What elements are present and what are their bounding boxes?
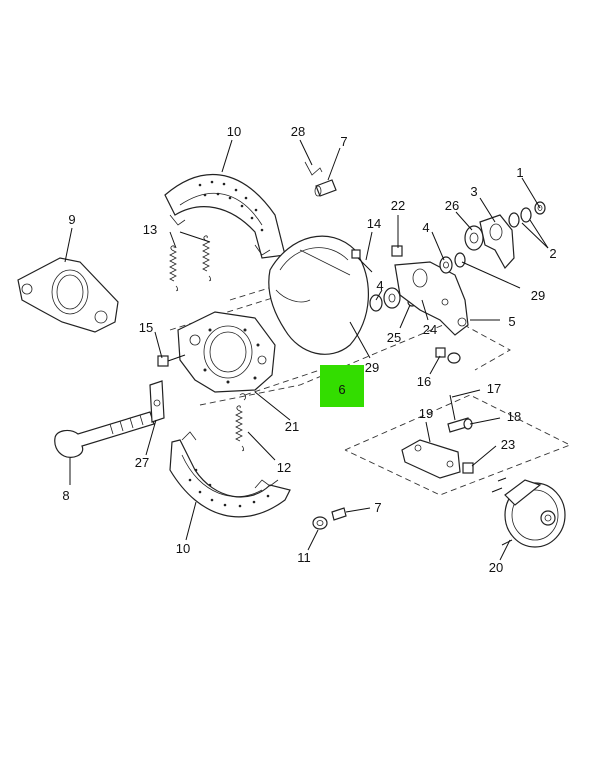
highlight-label: 6	[338, 382, 345, 397]
anchor-bracket-part	[17, 257, 119, 333]
cam-washer-part	[149, 380, 165, 423]
callout-27: 27	[135, 455, 149, 470]
callout-14: 14	[367, 216, 381, 231]
slack-adjuster-part	[464, 201, 546, 270]
camshaft-part	[54, 411, 155, 458]
lower-spring-part	[235, 393, 247, 452]
callout-10b: 10	[176, 541, 190, 556]
callout-12: 12	[277, 460, 291, 475]
callout-22: 22	[391, 198, 405, 213]
callout-25: 25	[387, 330, 401, 345]
callout-7a: 7	[340, 134, 347, 149]
callout-26: 26	[445, 198, 459, 213]
callout-labels: 1 2 3 4 4 5 7 7 8 9 10 10 11 12 13 14 15…	[62, 124, 556, 575]
bolt-part	[351, 245, 403, 273]
callout-18: 18	[507, 409, 521, 424]
callout-29a: 29	[531, 288, 545, 303]
callout-13: 13	[143, 222, 157, 237]
callout-3: 3	[470, 184, 477, 199]
callout-24: 24	[423, 322, 437, 337]
callout-11: 11	[297, 550, 311, 565]
chamber-bracket-part	[394, 261, 469, 336]
callout-15: 15	[139, 320, 153, 335]
callout-7b: 7	[374, 500, 381, 515]
callout-8: 8	[62, 488, 69, 503]
callout-17: 17	[487, 381, 501, 396]
callout-10a: 10	[227, 124, 241, 139]
callout-4a: 4	[422, 220, 429, 235]
brake-spider-part	[177, 311, 276, 393]
leader-lines	[64, 139, 549, 561]
lower-brake-shoe-part	[169, 431, 291, 518]
callout-29b: 29	[365, 360, 379, 375]
callout-5: 5	[508, 314, 515, 329]
brake-chamber-part	[491, 477, 566, 548]
nut-washer-part	[435, 347, 461, 364]
callout-4b: 4	[376, 278, 383, 293]
spider-bolt-part	[157, 354, 186, 367]
callout-28: 28	[291, 124, 305, 139]
callout-1: 1	[516, 165, 523, 180]
return-springs-part	[169, 235, 212, 292]
clevis-part	[401, 394, 474, 479]
clip-and-fitting-part	[304, 161, 337, 197]
highlight-box	[320, 365, 364, 407]
callout-19: 19	[419, 406, 433, 421]
callout-16: 16	[417, 374, 431, 389]
callout-20: 20	[489, 560, 503, 575]
right-washers-part	[439, 252, 466, 274]
upper-brake-shoe-part	[164, 173, 286, 259]
callout-9: 9	[68, 212, 75, 227]
callout-23: 23	[501, 437, 515, 452]
callout-2: 2	[549, 246, 556, 261]
callout-21: 21	[285, 419, 299, 434]
dust-shield-part	[268, 235, 369, 355]
bushing-part	[312, 507, 347, 530]
